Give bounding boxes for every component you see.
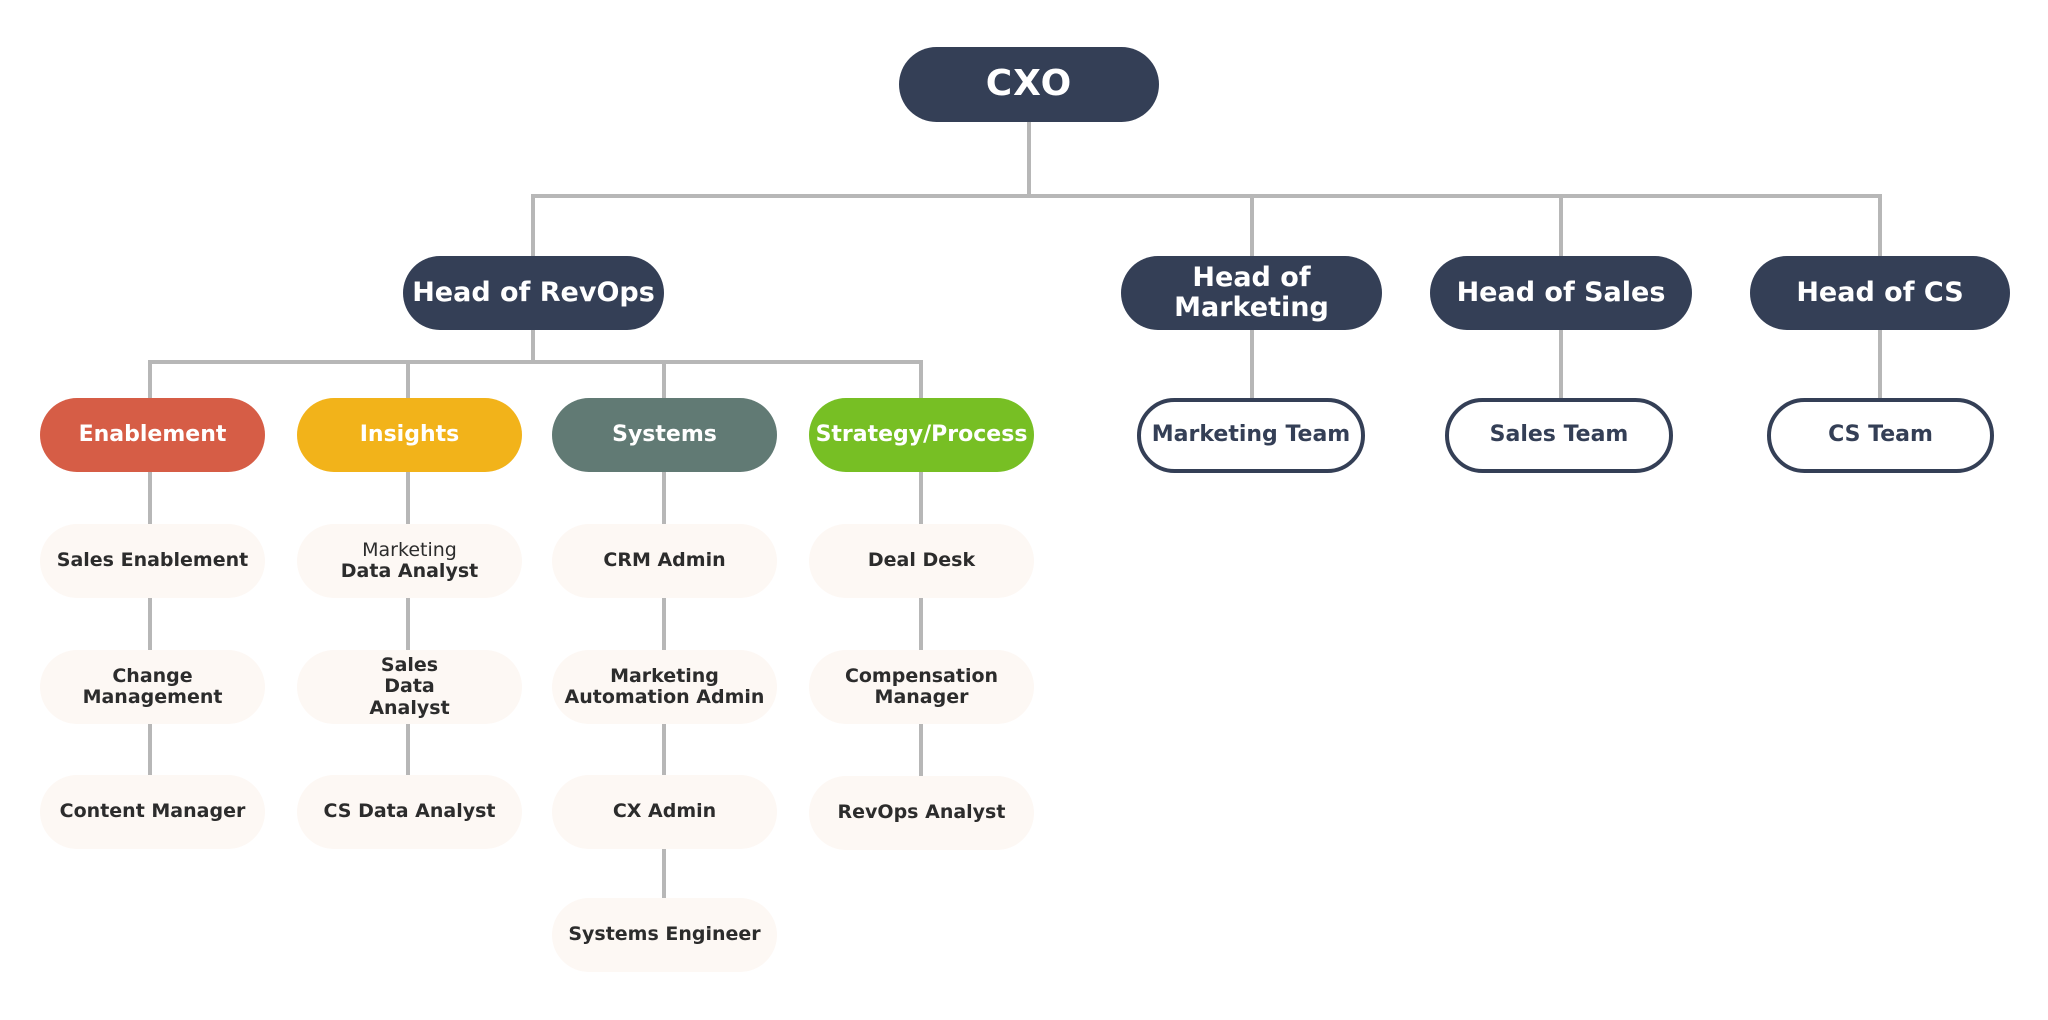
enablement-label: Enablement <box>78 421 227 447</box>
role-cx-admin: CX Admin <box>552 775 777 849</box>
role-revops-analyst: RevOps Analyst <box>809 776 1034 850</box>
marketing-team-node: Marketing Team <box>1137 398 1365 473</box>
insights-node: Insights <box>297 398 522 472</box>
role-content-manager: Content Manager <box>40 775 265 849</box>
strategy-process-node: Strategy/Process <box>809 398 1034 472</box>
sales-team-label: Sales Team <box>1489 422 1629 448</box>
cxo-label: CXO <box>985 63 1073 105</box>
head-of-cs-node: Head of CS <box>1750 256 2010 330</box>
head-of-sales-node: Head of Sales <box>1430 256 1692 330</box>
role-marketing-data-analyst: Marketing Data Analyst <box>297 524 522 598</box>
cs-team-node: CS Team <box>1767 398 1994 473</box>
role-systems-engineer: Systems Engineer <box>552 898 777 972</box>
cs-team-label: CS Team <box>1828 422 1933 448</box>
role-label: Content Manager <box>59 800 246 823</box>
head-of-marketing-label-line2: Marketing <box>1174 292 1329 323</box>
role-label: Systems Engineer <box>568 923 761 946</box>
role-label: Compensation Manager <box>844 664 999 708</box>
role-sales-data-analyst: Sales Data Analyst <box>297 650 522 724</box>
role-label: CX Admin <box>612 800 717 823</box>
head-of-revops-node: Head of RevOps <box>403 256 664 330</box>
role-marketing-automation-admin: Marketing Automation Admin <box>552 650 777 724</box>
systems-label: Systems <box>612 421 717 447</box>
marketing-team-label: Marketing Team <box>1151 422 1351 448</box>
head-of-revops-label: Head of RevOps <box>412 276 655 308</box>
systems-node: Systems <box>552 398 777 472</box>
role-label: Change Management <box>82 664 223 708</box>
role-label: CRM Admin <box>603 549 726 572</box>
role-label: Deal Desk <box>867 549 976 572</box>
role-label: CS Data Analyst <box>323 800 496 823</box>
insights-label: Insights <box>359 421 460 447</box>
role-crm-admin: CRM Admin <box>552 524 777 598</box>
role-label: Sales Enablement <box>56 549 249 572</box>
sales-team-node: Sales Team <box>1445 398 1673 473</box>
role-label: Sales Data Analyst <box>369 654 450 719</box>
cxo-node: CXO <box>899 47 1159 122</box>
head-of-sales-label: Head of Sales <box>1456 276 1666 308</box>
role-deal-desk: Deal Desk <box>809 524 1034 598</box>
role-label: Marketing Automation Admin <box>564 664 765 708</box>
head-of-marketing-node: Head of Marketing <box>1121 256 1382 330</box>
head-of-marketing-label-line1: Head of <box>1192 261 1311 293</box>
strategy-process-label: Strategy/Process <box>815 421 1028 447</box>
head-of-cs-label: Head of CS <box>1796 276 1964 308</box>
enablement-node: Enablement <box>40 398 265 472</box>
role-sales-enablement: Sales Enablement <box>40 524 265 598</box>
role-compensation-manager: Compensation Manager <box>809 650 1034 724</box>
role-cs-data-analyst: CS Data Analyst <box>297 775 522 849</box>
role-label: RevOps Analyst <box>837 801 1006 824</box>
role-label-line2: Data Analyst <box>340 560 479 582</box>
role-change-management: Change Management <box>40 650 265 724</box>
role-label-line1: Marketing <box>362 538 457 561</box>
